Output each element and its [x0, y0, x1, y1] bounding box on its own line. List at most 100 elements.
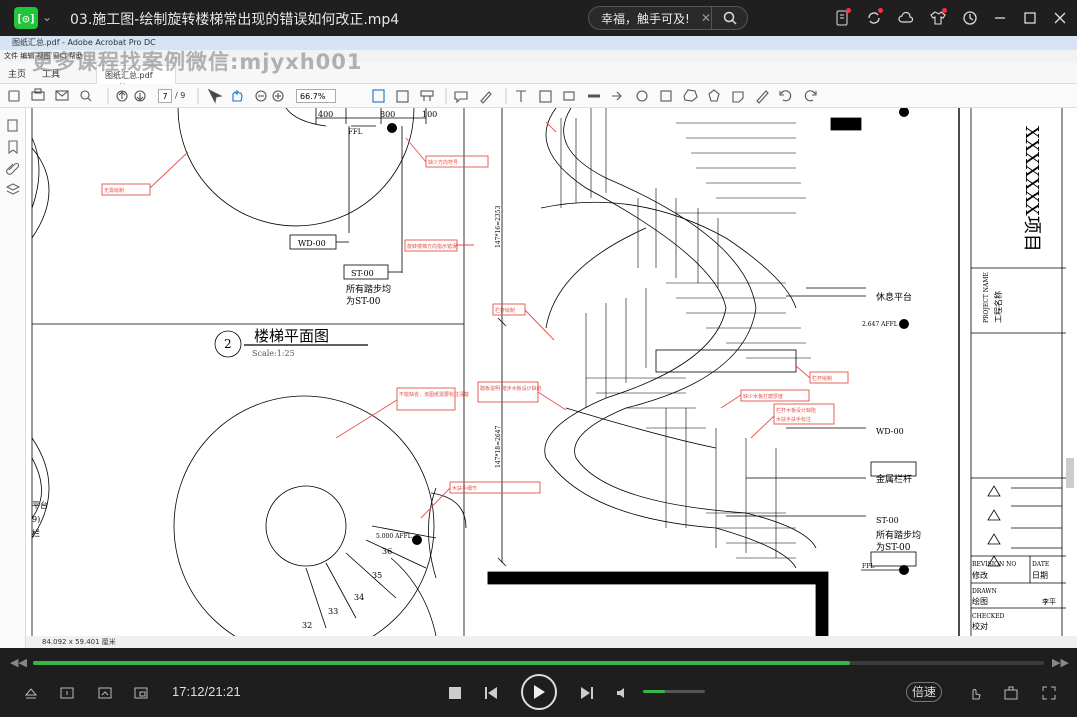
markup-note: 栏杆绘制	[495, 307, 515, 314]
acrobat-status-bar: 84.092 x 59.401 厘米	[26, 636, 1077, 648]
acrobat-menu-bar: 文件 编辑 视图 窗口 帮助	[0, 50, 1077, 62]
minimize-icon[interactable]	[985, 8, 1015, 28]
speed-button[interactable]: 倍速	[906, 682, 942, 702]
step-number: 34	[354, 593, 364, 602]
tab-home[interactable]: 主页	[8, 70, 27, 80]
markup-note: 木扶手细节	[452, 485, 477, 492]
vertical-scrollbar[interactable]	[1066, 458, 1074, 488]
acrobat-tab-bar: 主页 工具 图纸汇总.pdf × ?	[0, 62, 1077, 104]
pages-icon[interactable]	[7, 119, 18, 132]
gesture-icon[interactable]	[966, 684, 984, 702]
close-icon[interactable]	[1045, 8, 1075, 28]
play-button[interactable]	[521, 674, 557, 710]
search-box[interactable]: 幸福，触手可及! ✕	[588, 6, 748, 30]
subtitle-icon[interactable]	[58, 684, 76, 702]
markup-note: 木扶手扶手标注	[776, 416, 811, 423]
shirt-icon[interactable]	[922, 8, 954, 28]
rewind-icon[interactable]: ◀◀	[10, 656, 27, 669]
eject-icon[interactable]	[22, 684, 40, 702]
player-controls: ◀◀ ▶▶ 17:12/21:21 倍速	[0, 648, 1077, 717]
toolbar-icons[interactable]	[0, 84, 1077, 108]
markup-note: 缺少木板打磨厚度	[743, 393, 783, 400]
vertical-dimension: 147*16=2353	[495, 205, 502, 248]
volume-fill	[643, 690, 665, 693]
layers-icon[interactable]	[5, 183, 21, 195]
st-tag: ST-00	[351, 269, 374, 278]
attachment-icon[interactable]	[6, 162, 20, 175]
tab-tools[interactable]: 工具	[42, 70, 61, 80]
player-title-bar: [◎] ⌄ 03.施工图-绘制旋转楼梯常出现的错误如何改正.mp4 幸福，触手可…	[0, 0, 1077, 36]
screenshot-icon[interactable]	[96, 684, 114, 702]
search-button[interactable]	[711, 7, 747, 29]
acrobat-title-bar: 图纸汇总.pdf - Adobe Acrobat Pro DC	[0, 36, 1077, 50]
page-number-input[interactable]: 7	[158, 89, 172, 103]
step-note-line2: 为ST-00	[346, 295, 381, 307]
step-number: 35	[372, 571, 382, 580]
volume-icon[interactable]	[614, 684, 632, 702]
history-icon[interactable]	[954, 8, 986, 28]
volume-slider[interactable]	[643, 690, 705, 693]
refresh-icon[interactable]	[858, 8, 890, 28]
project-title: XXXXXXX项目	[1021, 126, 1042, 252]
acrobat-left-rail	[0, 108, 26, 648]
phone-icon[interactable]	[826, 8, 858, 28]
step-note-line2: 为ST-00	[876, 541, 911, 553]
left-fragment: 9)	[32, 515, 40, 524]
left-fragment: 栏	[32, 528, 40, 538]
drawn-name: 李平	[1042, 597, 1056, 606]
wd-tag: WD-00	[298, 239, 326, 248]
pip-icon[interactable]	[132, 684, 150, 702]
fast-forward-icon[interactable]: ▶▶	[1052, 656, 1069, 669]
zoom-select[interactable]: 66.7%	[296, 89, 336, 103]
project-name-en: PROJECT NAME	[983, 272, 990, 323]
dim-label: 800	[380, 110, 395, 119]
drawn-label-en: DRAWN	[972, 588, 997, 595]
search-input[interactable]: 幸福，触手可及!	[601, 11, 690, 26]
progress-bar[interactable]	[33, 661, 1044, 665]
maximize-icon[interactable]	[1015, 8, 1045, 28]
search-icon	[723, 11, 737, 25]
next-icon[interactable]	[578, 684, 596, 702]
drawn-label-cn: 绘图	[972, 596, 988, 606]
pdf-drawing[interactable]: 400 800 100 FFL WD-00 ST-00 所有踏步均 为ST-00…	[26, 107, 1077, 648]
date-label-cn: 日期	[1032, 571, 1048, 580]
markup-note: 缺少方向符号	[428, 159, 458, 166]
stop-icon[interactable]	[446, 684, 464, 702]
previous-icon[interactable]	[482, 684, 500, 702]
revision-label-cn: 修改	[972, 570, 988, 580]
ffl-label: FFL	[862, 563, 874, 570]
markup-note: 栏杆绘制	[812, 375, 832, 382]
vertical-dimension: 147*18=2647	[495, 425, 502, 468]
checked-label-en: CHECKED	[972, 613, 1005, 620]
level-label: 2.647 AFFL	[862, 321, 898, 328]
toolbox-icon[interactable]	[1002, 684, 1020, 702]
checked-label-cn: 校对	[972, 621, 988, 631]
markup-note: 踏板说明 踏步木板设计缺陷	[480, 385, 542, 392]
metal-rail-label: 金属栏杆	[876, 473, 912, 485]
progress-fill	[33, 661, 850, 665]
app-logo-icon[interactable]: [◎]	[14, 7, 38, 29]
step-note-line1: 所有踏步均	[876, 529, 921, 541]
clear-icon[interactable]: ✕	[700, 11, 712, 25]
playback-time: 17:12/21:21	[172, 684, 241, 699]
video-title: 03.施工图-绘制旋转楼梯常出现的错误如何改正.mp4	[70, 12, 400, 28]
level-label: 5.000 AFFL	[376, 533, 412, 540]
chevron-down-icon[interactable]: ⌄	[42, 10, 53, 24]
page-count: / 9	[175, 91, 186, 100]
revision-label-en: REVISION NO	[972, 561, 1016, 568]
plan-scale: Scale:1:25	[252, 349, 295, 358]
tab-document-label: 图纸汇总.pdf	[105, 71, 153, 80]
bookmark-icon[interactable]	[8, 140, 18, 155]
st-tag: ST-00	[876, 516, 899, 525]
markup-note: 栏杆木板设计缺陷	[776, 407, 816, 414]
cloud-icon[interactable]	[890, 8, 922, 28]
plan-title: 楼梯平面图	[254, 327, 329, 345]
play-icon	[534, 685, 545, 699]
step-number: 36	[382, 547, 392, 556]
rest-platform-label: 休息平台	[876, 291, 912, 303]
video-frame[interactable]: 图纸汇总.pdf - Adobe Acrobat Pro DC 文件 编辑 视图…	[0, 36, 1077, 648]
step-number: 33	[328, 607, 338, 616]
markup-note: 旋转楼梯方向指示错误	[407, 243, 457, 250]
fullscreen-icon[interactable]	[1040, 684, 1058, 702]
step-note-line1: 所有踏步均	[346, 283, 391, 295]
